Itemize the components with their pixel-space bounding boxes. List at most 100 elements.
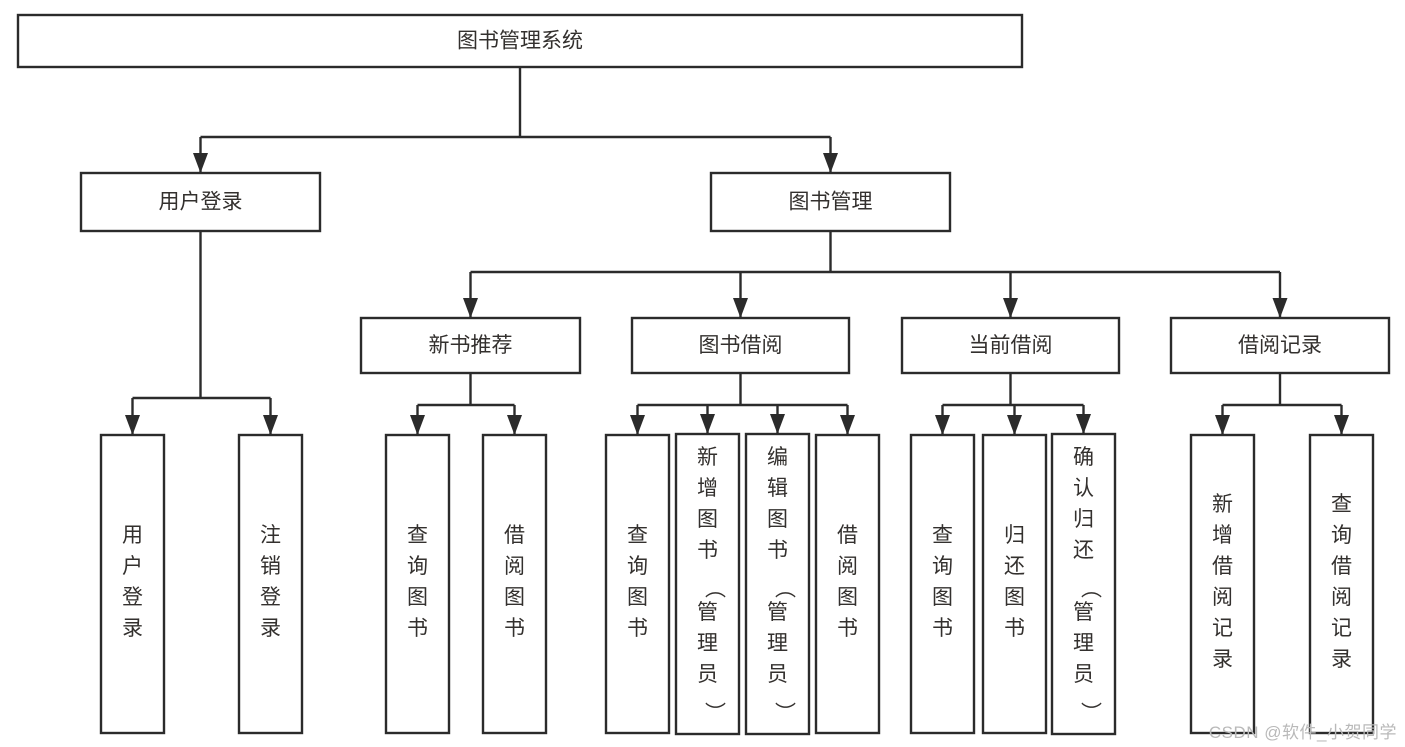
arrow-head-icon (1215, 415, 1230, 435)
node-box-leaf-edit-book[interactable] (744, 432, 811, 736)
leaf-char: 借 (504, 524, 525, 547)
leaf-char: 书 (767, 539, 788, 562)
leaf-char: ） (703, 702, 726, 723)
node-box-leaf-logout[interactable] (237, 433, 304, 735)
node-box-borrow-record[interactable] (1169, 316, 1391, 375)
node-box-leaf-borrow-book-rec[interactable] (481, 433, 548, 735)
leaf-char: 阅 (1212, 586, 1233, 609)
arrow-head-icon (193, 153, 208, 173)
leaf-char: 理 (697, 632, 718, 655)
arrow-head-icon (263, 415, 278, 435)
leaf-char: 查 (932, 524, 953, 547)
leaf-char: 用 (122, 524, 143, 547)
leaf-char: 图 (767, 508, 788, 531)
node-box-user-login[interactable] (79, 171, 322, 233)
node-box-leaf-query-borrow-rec[interactable] (1308, 433, 1375, 735)
labels-layer: 图书管理系统用户登录图书管理新书推荐图书借阅当前借阅借阅记录用户登录注销登录查询… (122, 30, 1352, 723)
node-box-book-borrow[interactable] (630, 316, 851, 375)
arrow-head-icon (125, 415, 140, 435)
leaf-char: 员 (767, 663, 788, 686)
arrow-head-icon (1003, 298, 1018, 318)
leaf-char: 新 (1212, 493, 1233, 516)
arrow-head-icon (840, 415, 855, 435)
leaf-char: 新 (697, 446, 718, 469)
arrow-head-icon (463, 298, 478, 318)
arrow-head-icon (1076, 414, 1091, 434)
node-box-leaf-query-book-cur[interactable] (909, 433, 976, 735)
leaf-char: （ (1079, 578, 1102, 599)
leaf-char: 书 (627, 617, 648, 640)
arrow-head-icon (1272, 298, 1288, 318)
leaf-char: 记 (1331, 617, 1352, 640)
leaf-char: 询 (627, 555, 648, 578)
node-label-book-borrow: 图书借阅 (699, 334, 783, 357)
node-box-leaf-borrow-book-bor[interactable] (814, 433, 881, 735)
node-box-root[interactable] (16, 13, 1024, 69)
leaf-char: 询 (932, 555, 953, 578)
leaf-char: 图 (697, 508, 718, 531)
arrow-head-icon (630, 415, 645, 435)
leaf-char: 确 (1073, 446, 1094, 469)
leaf-char: 录 (260, 617, 281, 640)
arrow-head-icon (410, 415, 425, 435)
node-label-book-manage: 图书管理 (789, 191, 873, 214)
leaf-char: 查 (407, 524, 428, 547)
leaf-char: 借 (837, 524, 858, 547)
leaf-char: 书 (932, 617, 953, 640)
leaf-char: 还 (1073, 539, 1094, 562)
leaf-char: 录 (1212, 648, 1233, 671)
leaf-char: 还 (1004, 555, 1025, 578)
node-box-new-book-recommend[interactable] (359, 316, 582, 375)
leaf-char: 管 (697, 601, 718, 624)
leaf-char: 登 (260, 586, 281, 609)
leaf-char: 书 (1004, 617, 1025, 640)
leaf-char: 增 (1212, 524, 1233, 547)
leaf-char: 管 (1073, 601, 1094, 624)
node-box-book-manage[interactable] (709, 171, 952, 233)
leaf-char: 员 (1073, 663, 1094, 686)
leaf-char: 查 (1331, 493, 1352, 516)
leaf-char: ） (773, 702, 796, 723)
node-box-current-borrow[interactable] (900, 316, 1121, 375)
leaf-label-leaf-user-login: 用户登录 (122, 524, 143, 640)
leaf-char: 销 (260, 555, 281, 578)
boxes-layer (16, 13, 1391, 736)
node-box-leaf-confirm-return[interactable] (1050, 432, 1117, 736)
node-box-leaf-query-book-bor[interactable] (604, 433, 671, 735)
leaf-char: 图 (932, 586, 953, 609)
arrow-head-icon (507, 415, 522, 435)
node-box-leaf-user-login[interactable] (99, 433, 166, 735)
leaf-char: 归 (1073, 508, 1094, 531)
leaf-char: （ (773, 578, 796, 599)
leaf-char: 借 (1212, 555, 1233, 578)
leaf-char: 编 (767, 446, 788, 469)
leaf-char: 户 (122, 555, 143, 578)
arrow-head-icon (770, 414, 785, 434)
node-box-leaf-add-book[interactable] (674, 432, 741, 736)
leaf-char: 图 (1004, 586, 1025, 609)
node-box-leaf-add-borrow-rec[interactable] (1189, 433, 1256, 735)
leaf-char: 图 (504, 586, 525, 609)
node-box-leaf-return-book[interactable] (981, 433, 1048, 735)
leaf-char: 图 (837, 586, 858, 609)
leaf-char: 书 (697, 539, 718, 562)
node-box-leaf-query-book-rec[interactable] (384, 433, 451, 735)
node-label-root: 图书管理系统 (457, 30, 583, 53)
leaf-char: ） (1079, 702, 1102, 723)
arrow-head-icon (733, 298, 748, 318)
leaf-char: 管 (767, 601, 788, 624)
leaf-char: 录 (122, 617, 143, 640)
